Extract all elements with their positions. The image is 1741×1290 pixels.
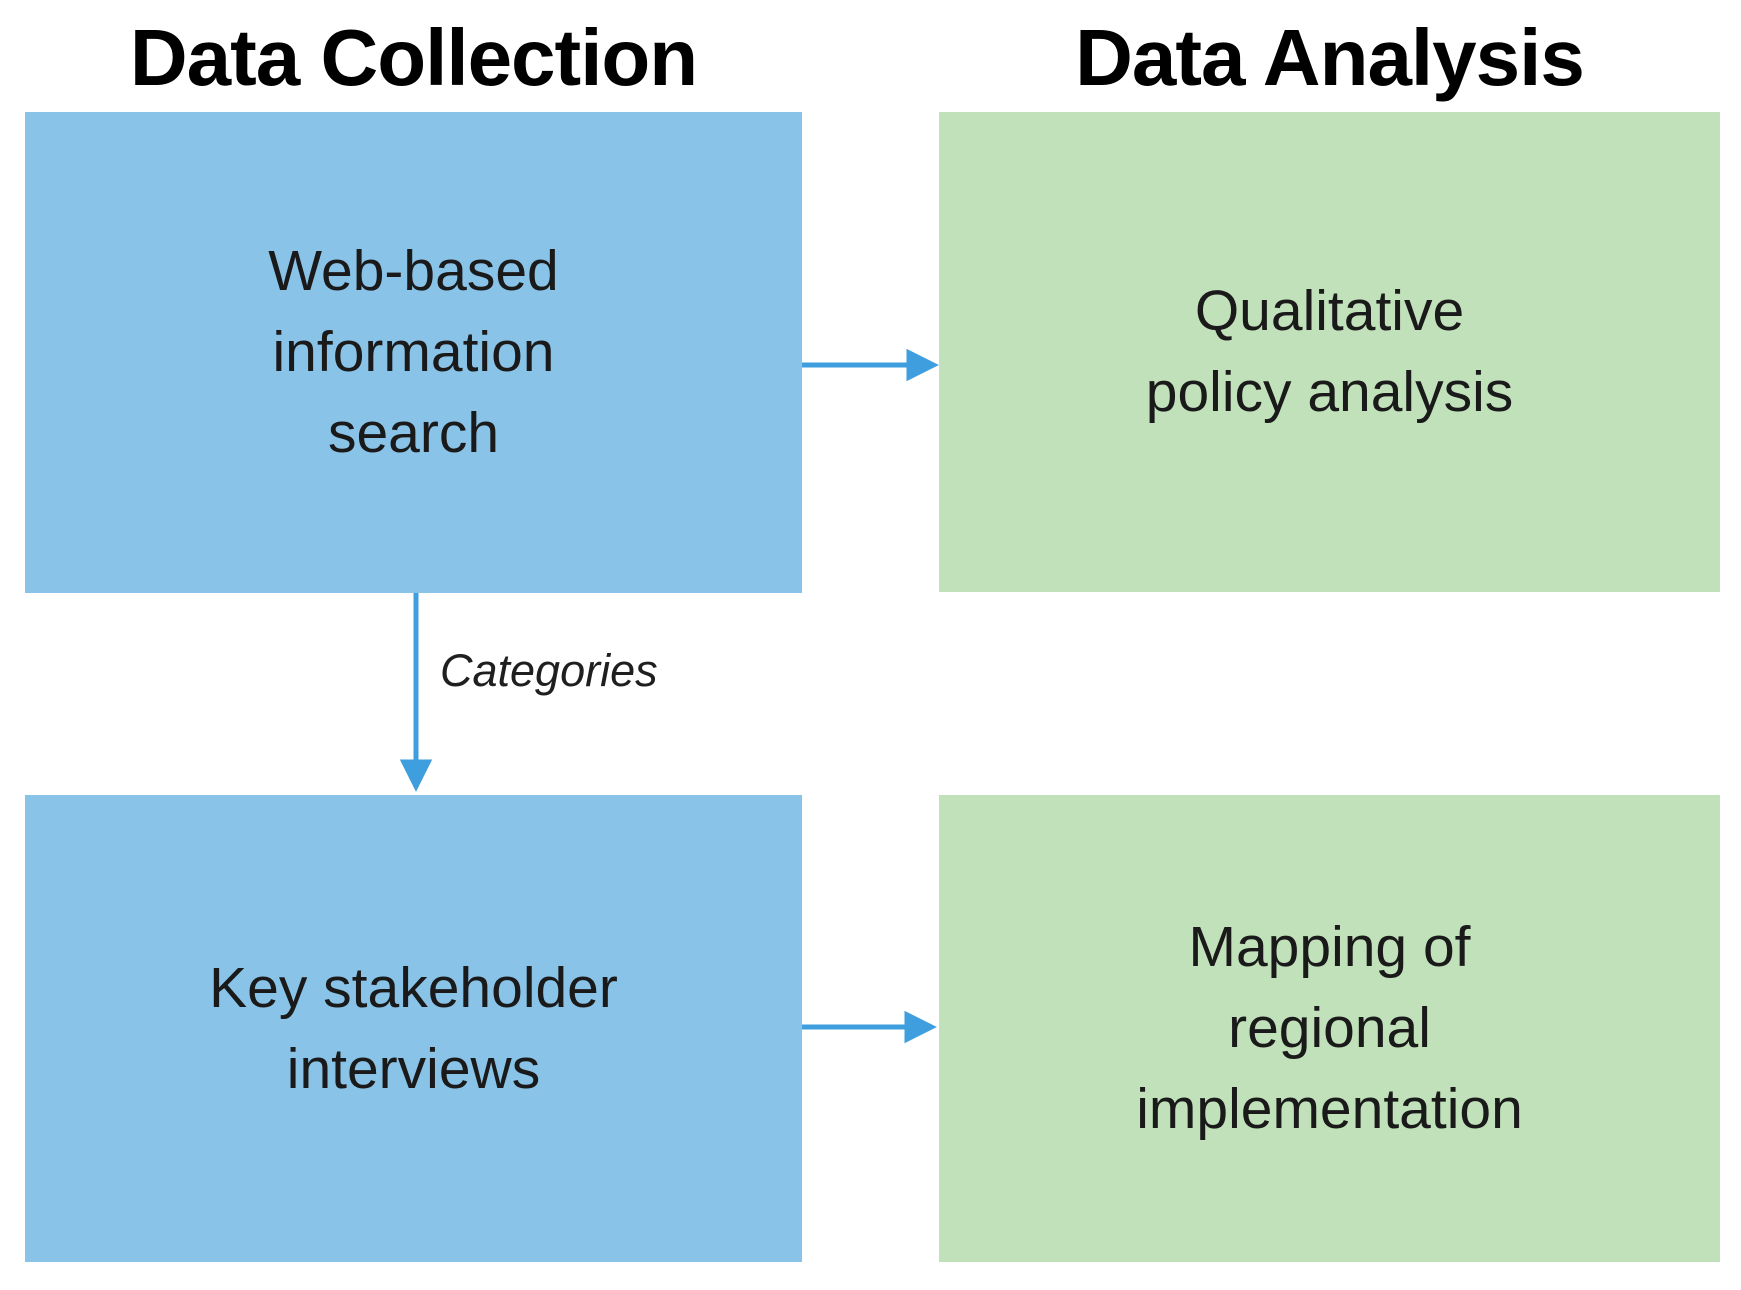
arrow-label-categories: Categories bbox=[440, 645, 658, 696]
box-label-line: Key stakeholder bbox=[209, 955, 618, 1020]
box-label-line: regional bbox=[1228, 996, 1431, 1061]
box-key-stakeholder-interviews: Key stakeholder interviews bbox=[25, 795, 802, 1262]
box-label-line: Mapping of bbox=[1188, 915, 1471, 980]
box-label-line: interviews bbox=[286, 1036, 541, 1101]
box-mapping-of-regional-implementation: Mapping of regional implementation bbox=[939, 795, 1720, 1262]
box-label: Web-based information search bbox=[268, 231, 558, 474]
box-label-line: search bbox=[327, 400, 500, 465]
box-web-based-information-search: Web-based information search bbox=[25, 112, 802, 593]
box-label-line: policy analysis bbox=[1145, 360, 1514, 424]
box-label-line: information bbox=[272, 320, 555, 385]
box-label-line: Qualitative bbox=[1194, 279, 1465, 344]
box-label-line: Web-based bbox=[268, 239, 559, 304]
box-label-line: implementation bbox=[1136, 1076, 1523, 1141]
box-qualitative-policy-analysis: Qualitative policy analysis bbox=[939, 112, 1720, 592]
column-title-data-collection: Data Collection bbox=[129, 13, 698, 102]
box-label: Mapping of regional implementation bbox=[1136, 907, 1523, 1150]
box-label: Qualitative policy analysis bbox=[1146, 271, 1514, 433]
column-title-data-analysis: Data Analysis bbox=[1075, 13, 1585, 102]
box-label: Key stakeholder interviews bbox=[209, 948, 618, 1110]
